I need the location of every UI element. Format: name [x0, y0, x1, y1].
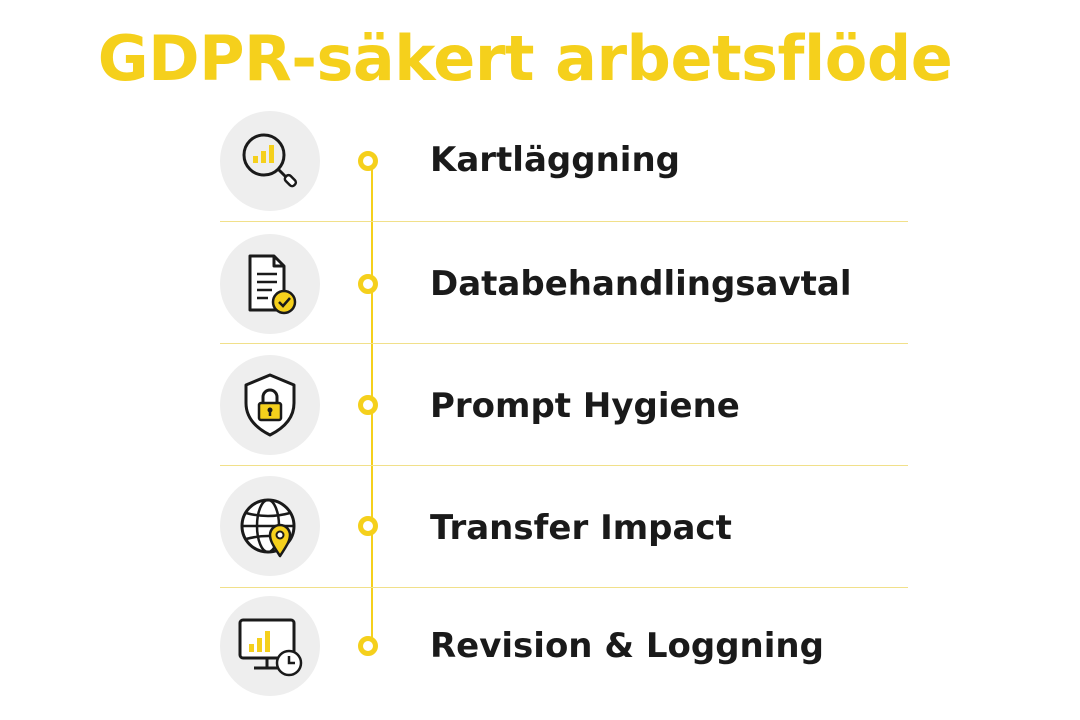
row-divider	[220, 587, 908, 588]
step-row: Prompt Hygiene	[220, 344, 908, 466]
magnifier-chart-icon	[220, 111, 320, 211]
globe-pin-icon	[220, 476, 320, 576]
row-divider	[220, 221, 908, 222]
monitor-chart-clock-icon	[220, 596, 320, 696]
step-label: Databehandlingsavtal	[430, 264, 852, 304]
step-row: Revision & Loggning	[220, 586, 908, 706]
row-divider	[220, 465, 908, 466]
step-label: Prompt Hygiene	[430, 386, 740, 426]
step-label: Kartläggning	[430, 140, 680, 180]
timeline-dot	[358, 395, 378, 415]
step-label: Transfer Impact	[430, 508, 732, 548]
step-row: Databehandlingsavtal	[220, 222, 908, 344]
shield-lock-icon	[220, 355, 320, 455]
step-row: Kartläggning	[220, 100, 908, 222]
timeline-dot	[358, 151, 378, 171]
row-divider	[220, 343, 908, 344]
timeline-dot	[358, 274, 378, 294]
step-row: Transfer Impact	[220, 466, 908, 588]
timeline-dot	[358, 516, 378, 536]
page-title: GDPR-säkert arbetsflöde	[97, 22, 953, 95]
step-label: Revision & Loggning	[430, 626, 824, 666]
document-check-icon	[220, 234, 320, 334]
timeline-dot	[358, 636, 378, 656]
